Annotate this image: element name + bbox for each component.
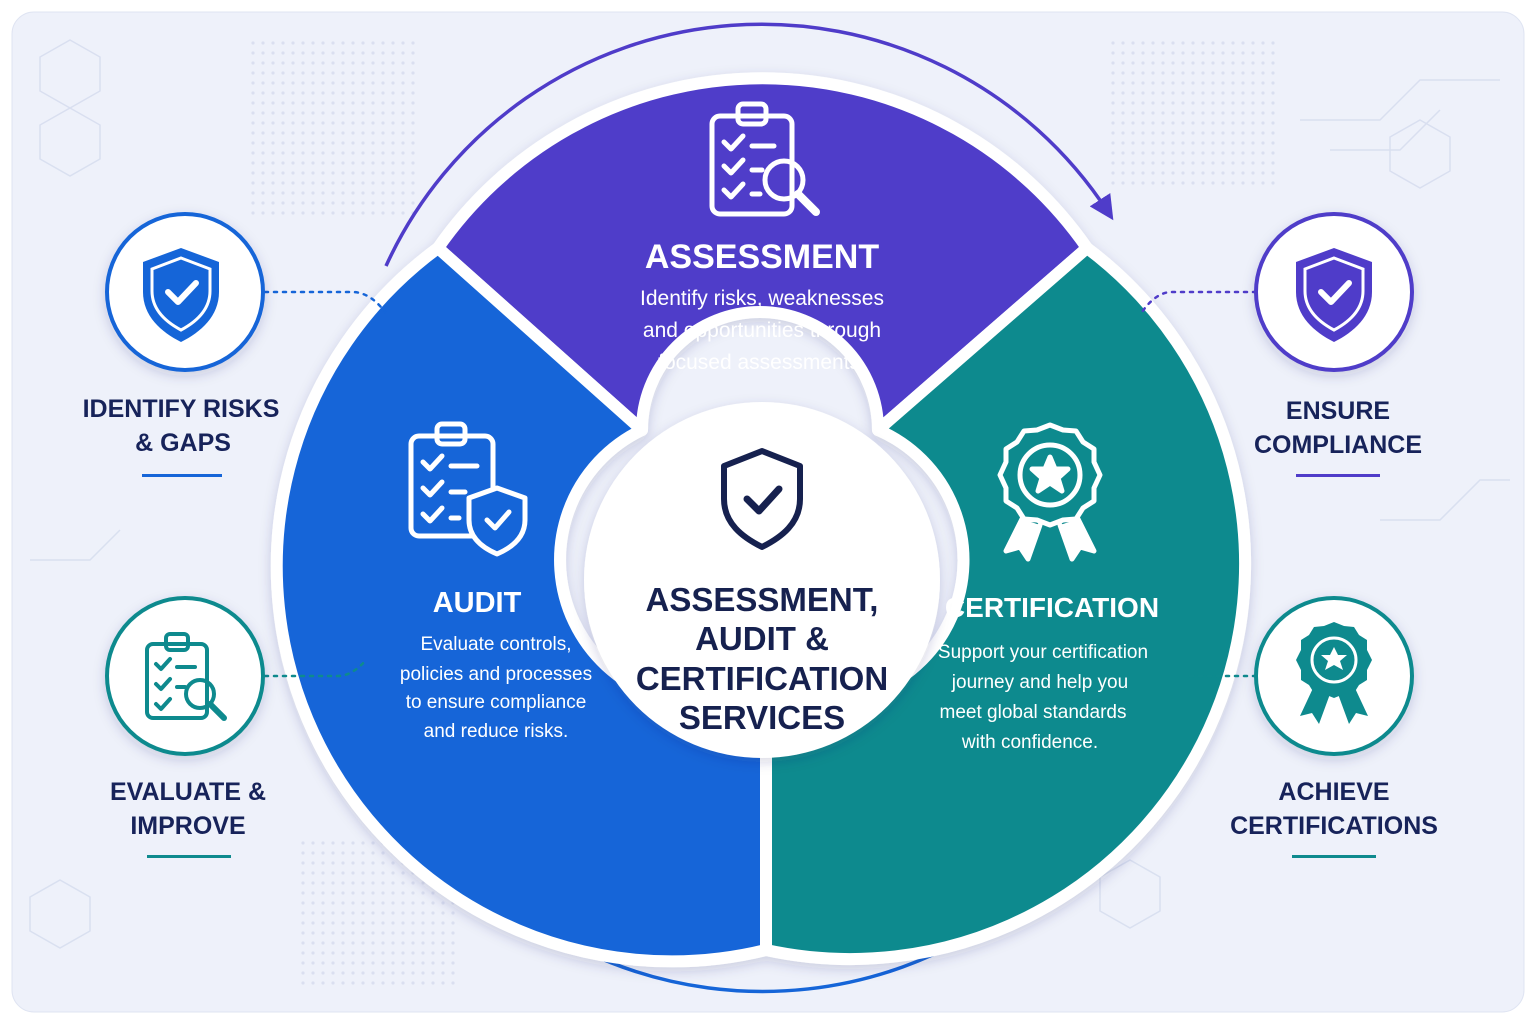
center-title-line-3: CERTIFICATION — [636, 660, 888, 697]
certification-body-line-2: journey and help you — [951, 672, 1128, 693]
callout-ensure-compliance: ENSURE COMPLIANCE — [1140, 212, 1422, 477]
callout-ensure-underline — [1296, 474, 1380, 477]
certification-body-line-3: meet global standards — [940, 702, 1127, 723]
clipboard-magnifier-icon — [709, 101, 820, 217]
callout-achieve-label-line-1: ACHIEVE — [1278, 778, 1389, 806]
award-ribbon-icon — [997, 422, 1103, 562]
audit-title: AUDIT — [433, 587, 522, 619]
callout-identify-underline — [142, 474, 222, 477]
award-ribbon-icon — [1296, 622, 1372, 724]
callout-evaluate-label-line-2: IMPROVE — [130, 812, 245, 840]
audit-body-line-2: policies and processes — [400, 664, 592, 685]
callout-achieve-certifications: ACHIEVE CERTIFICATIONS — [1186, 596, 1438, 858]
assessment-body-line-2: and opportunities through — [643, 319, 881, 342]
shield-check-icon — [721, 448, 803, 550]
center-circle — [584, 402, 940, 758]
callout-evaluate-label-line-1: EVALUATE & — [110, 778, 266, 806]
audit-body-line-3: to ensure compliance — [406, 692, 587, 713]
center-title-line-1: ASSESSMENT, — [646, 581, 879, 618]
center-title-line-4: SERVICES — [679, 699, 845, 736]
segment-assessment — [432, 72, 1093, 436]
arrow-to-certification — [384, 22, 1114, 267]
center-title-line-2: AUDIT & — [695, 620, 829, 657]
segment-certification — [760, 242, 1252, 966]
certification-body-line-1: Support your certification — [938, 642, 1148, 663]
assessment-body-line-3: focused assessments. — [658, 351, 866, 374]
callout-identify-label-line-1: IDENTIFY RISKS — [83, 395, 280, 423]
shield-check-icon — [143, 248, 219, 342]
callout-evaluate-underline — [147, 855, 231, 858]
callout-ensure-label-line-1: ENSURE — [1286, 397, 1390, 425]
callout-ensure-label-line-2: COMPLIANCE — [1254, 431, 1422, 459]
assessment-title: ASSESSMENT — [645, 238, 879, 276]
callout-identify-risks: IDENTIFY RISKS & GAPS — [83, 212, 387, 477]
callout-evaluate-improve: EVALUATE & IMPROVE — [105, 596, 368, 858]
assessment-body-line-1: Identify risks, weaknesses — [640, 287, 884, 310]
clipboard-shield-icon — [408, 421, 528, 557]
callout-identify-label-line-2: & GAPS — [135, 429, 231, 457]
callout-achieve-label-line-2: CERTIFICATIONS — [1230, 812, 1438, 840]
shield-check-icon — [1296, 248, 1372, 342]
certification-title: CERTIFICATION — [945, 592, 1159, 623]
donut — [270, 72, 1252, 968]
clipboard-magnifier-icon — [145, 632, 227, 721]
certification-body-line-4: with confidence. — [961, 732, 1098, 753]
audit-body-line-1: Evaluate controls, — [420, 634, 571, 655]
audit-body-line-4: and reduce risks. — [424, 721, 569, 742]
segment-audit — [270, 242, 772, 968]
callout-achieve-underline — [1292, 855, 1376, 858]
